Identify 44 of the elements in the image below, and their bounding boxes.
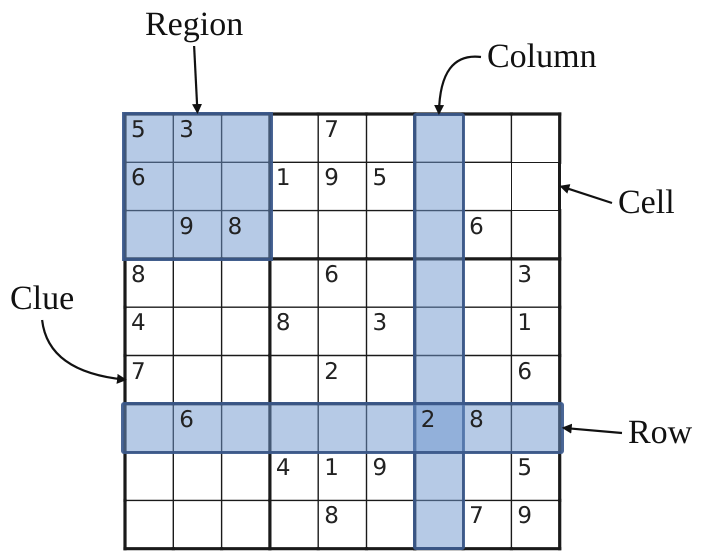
grid-digit: 6 [469, 216, 484, 239]
grid-digit: 3 [372, 312, 388, 336]
arrow [434, 56, 482, 115]
grid-digit: 2 [324, 360, 339, 384]
grid-digit: 6 [179, 408, 194, 432]
grid-digit: 1 [324, 457, 339, 480]
grid-digit: 8 [131, 264, 146, 287]
grid-digit: 6 [517, 360, 532, 384]
grid-digit: 9 [324, 167, 339, 190]
grid-digit: 4 [276, 457, 291, 480]
grid-digit: 4 [131, 312, 146, 336]
grid-digit: 9 [179, 216, 194, 239]
grid-digit: 5 [517, 457, 532, 480]
cell-label: Cell [618, 186, 675, 220]
grid-digit: 3 [179, 119, 194, 142]
region-highlight [122, 112, 273, 261]
arrow [192, 46, 202, 114]
region-label: Region [145, 8, 244, 42]
grid-digit: 8 [276, 312, 291, 336]
grid-digit: 1 [517, 312, 532, 336]
grid-digit: 7 [324, 119, 339, 142]
grid-cell [510, 162, 562, 212]
grid-digit: 8 [469, 408, 484, 432]
column-label: Column [487, 40, 597, 74]
grid-digit: 8 [324, 505, 339, 528]
grid-digit: 1 [276, 167, 291, 190]
grid-digit: 8 [228, 216, 242, 239]
grid-digit: 6 [324, 264, 339, 287]
row-highlight [121, 402, 564, 454]
grid-digit: 9 [372, 457, 388, 480]
grid-digit: 2 [420, 408, 436, 432]
grid-digit: 3 [517, 264, 532, 287]
arrow [41, 320, 127, 384]
grid-digit: 7 [469, 505, 484, 528]
clue-digit: 7 [125, 356, 174, 404]
column-highlight [412, 113, 466, 550]
grid-digit: 5 [372, 167, 388, 190]
arrow [562, 424, 622, 434]
grid-digit: 6 [131, 167, 146, 190]
arrow [559, 184, 612, 204]
clue-label: Clue [10, 282, 74, 316]
row-label: Row [628, 416, 692, 450]
grid-digit: 9 [517, 505, 532, 528]
grid-digit: 5 [131, 119, 146, 142]
